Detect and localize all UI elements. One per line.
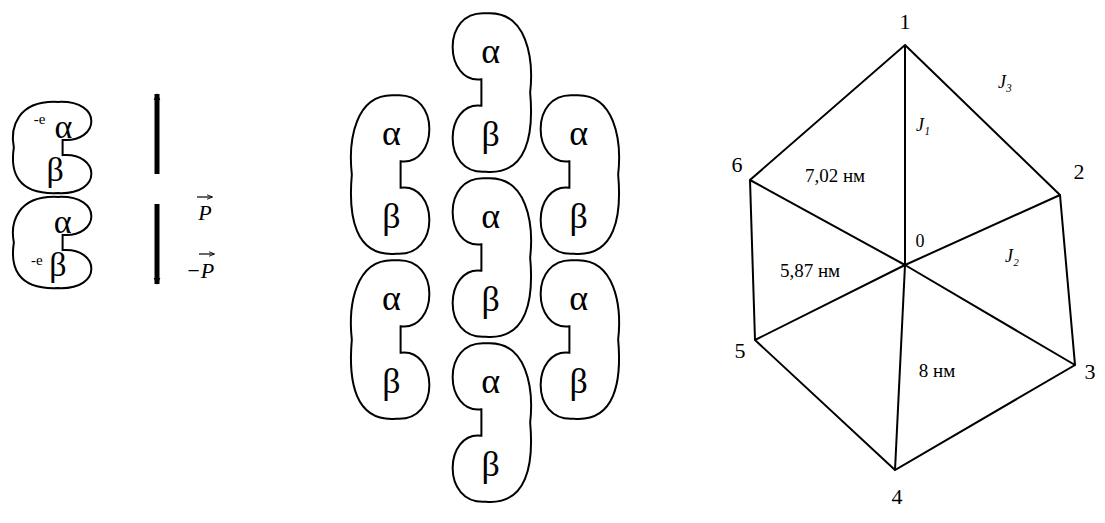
kidney-path [453,13,531,172]
hexagon-outline [750,45,1075,470]
subunit-label: β [382,363,400,399]
molecule-shape: αβ [350,257,442,422]
subunit-label: β [49,248,66,282]
subunit-label: β [481,446,499,482]
vertex-number: 5 [735,340,746,362]
coupling-label: J₃ [998,73,1012,91]
molecule-shape: αβ [440,340,532,505]
molecule-shape: -e αβ [12,100,104,195]
vector-overarrow [197,196,212,197]
molecule-shape: αβ [350,92,442,257]
subunit-label: α [569,115,588,151]
charge-label: -e [34,112,46,127]
subunit-label: β [47,153,64,187]
vector-overarrow [199,253,214,254]
spoke [895,265,905,470]
subunit-label: β [569,363,587,399]
vector-label: −P [186,260,214,282]
spoke [750,180,905,265]
subunit-label: β [382,198,400,234]
molecule-shape: αβ [528,257,620,422]
up-arrow [155,94,160,174]
coupling-label: J₁ [916,116,930,134]
distance-label: 8 нм [919,361,955,380]
subunit-label: α [481,33,500,69]
molecule-shape: α -e β [12,195,104,290]
vertex-number: 4 [892,486,903,508]
vertex-number: 3 [1085,361,1096,383]
subunit-label: β [481,281,499,317]
spoke [905,195,1060,265]
vertex-number: 2 [1074,161,1085,183]
subunit-label: α [382,280,401,316]
molecule-shape: αβ [440,10,532,175]
down-arrow [155,204,160,284]
subunit-label: α [481,198,500,234]
distance-label: 5,87 нм [780,261,840,280]
subunit-label: α [382,115,401,151]
kidney-path [13,197,91,288]
subunit-label: α [481,363,500,399]
kidney-path [351,260,429,419]
molecule-shape: αβ [528,92,620,257]
vector-label: P [198,202,211,224]
distance-label: 7,02 нм [805,166,865,185]
kidney-path [541,260,619,419]
charge-label: -e [31,252,43,267]
subunit-label: α [55,110,73,144]
vertex-number: 6 [732,154,743,176]
kidney-path [541,95,619,254]
spoke [905,265,1075,365]
vertex-number: 1 [900,11,911,33]
subunit-label: β [481,116,499,152]
spoke [904,45,906,265]
subunit-label: α [569,280,588,316]
coupling-label: J₂ [1005,247,1019,265]
molecule-shape: αβ [440,175,532,340]
center-label: 0 [916,232,925,250]
polarization-arrows [157,94,214,284]
hexagon-lattice [750,45,1075,470]
subunit-label: α [54,205,72,239]
kidney-path [453,178,531,337]
kidney-path [453,343,531,502]
kidney-path [351,95,429,254]
kidney-path [13,102,91,193]
subunit-label: β [569,198,587,234]
